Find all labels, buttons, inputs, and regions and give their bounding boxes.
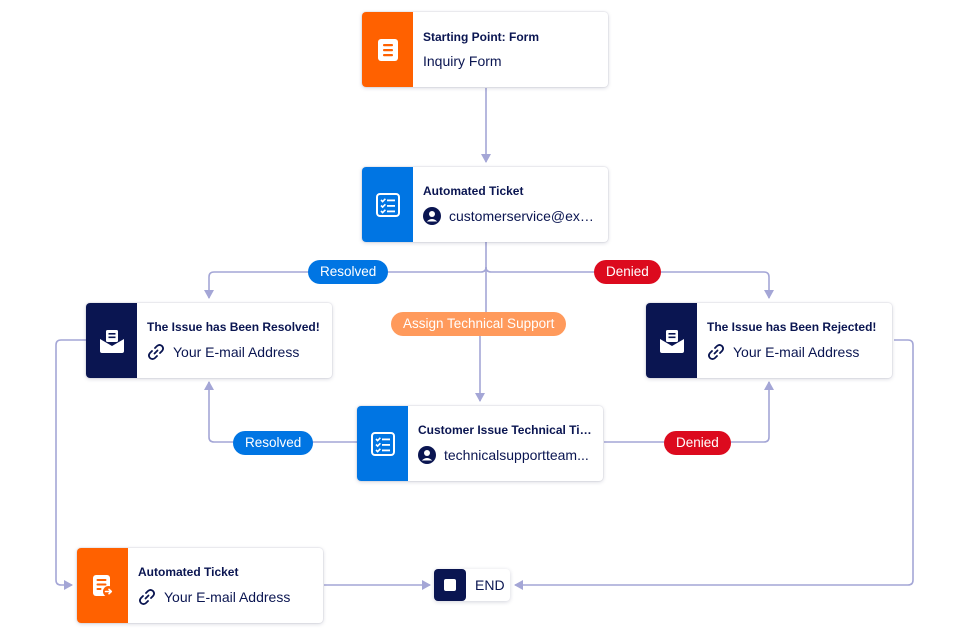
link-icon: [139, 589, 155, 605]
resolved-email-title: The Issue has Been Resolved!: [147, 320, 320, 334]
ticket-forward-icon: [92, 574, 114, 597]
link-icon: [148, 344, 164, 360]
resolved-email-subtitle: Your E-mail Address: [147, 343, 322, 361]
rejected-email-title: The Issue has Been Rejected!: [707, 320, 877, 334]
automated-ticket-subtitle: customerservice@exa...: [423, 207, 598, 225]
link-icon: [708, 344, 724, 360]
technical-ticket-subtitle: technicalsupportteam...: [418, 446, 593, 464]
connector-denied-top: [485, 266, 774, 299]
end-label: END: [475, 577, 505, 593]
automated-ticket-2-tile: [77, 548, 128, 623]
start-node-subtitle: Inquiry Form: [423, 53, 502, 69]
resolved-email-tile: [86, 303, 137, 378]
technical-ticket-tile: [357, 406, 408, 481]
start-node-tile: [362, 12, 413, 87]
automated-ticket-2-node[interactable]: Automated Ticket Your E-mail Address: [77, 548, 323, 623]
rejected-email-node[interactable]: The Issue has Been Rejected! Your E-mail…: [646, 303, 892, 378]
user-icon: [423, 207, 441, 225]
rejected-email-tile: [646, 303, 697, 378]
checklist-icon: [370, 431, 395, 456]
resolved-branch-label-bottom[interactable]: Resolved: [233, 431, 314, 455]
resolved-email-node[interactable]: The Issue has Been Resolved! Your E-mail…: [86, 303, 332, 378]
technical-ticket-title: Customer Issue Technical Tic...: [418, 423, 593, 437]
connector-resolved-bottom: [204, 381, 358, 443]
form-icon: [377, 38, 398, 61]
start-node-title: Starting Point: Form: [423, 30, 539, 44]
technical-ticket-node[interactable]: Customer Issue Technical Tic... technica…: [357, 406, 603, 481]
automated-ticket-node[interactable]: Automated Ticket customerservice@exa...: [362, 167, 608, 242]
stop-icon: [434, 569, 466, 601]
connector-denied-bottom: [604, 381, 774, 443]
denied-branch-label-bottom[interactable]: Denied: [664, 431, 731, 455]
automated-ticket-2-title: Automated Ticket: [138, 565, 239, 579]
automated-ticket-title: Automated Ticket: [423, 184, 524, 198]
automated-ticket-tile: [362, 167, 413, 242]
user-icon: [418, 446, 436, 464]
connector-rejected-to-end: [514, 339, 914, 590]
rejected-email-subtitle: Your E-mail Address: [707, 343, 882, 361]
denied-branch-label[interactable]: Denied: [594, 260, 661, 284]
end-node[interactable]: END: [434, 569, 510, 601]
assign-technical-support-label[interactable]: Assign Technical Support: [391, 312, 567, 336]
automated-ticket-2-subtitle: Your E-mail Address: [138, 588, 313, 606]
connector-resolved-to-ticket2: [55, 339, 86, 590]
connector-resolved-top: [204, 266, 487, 299]
start-node[interactable]: Starting Point: Form Inquiry Form: [362, 12, 608, 87]
resolved-branch-label[interactable]: Resolved: [308, 260, 389, 284]
checklist-icon: [375, 192, 400, 217]
envelope-icon: [99, 329, 124, 353]
envelope-icon: [659, 329, 684, 353]
